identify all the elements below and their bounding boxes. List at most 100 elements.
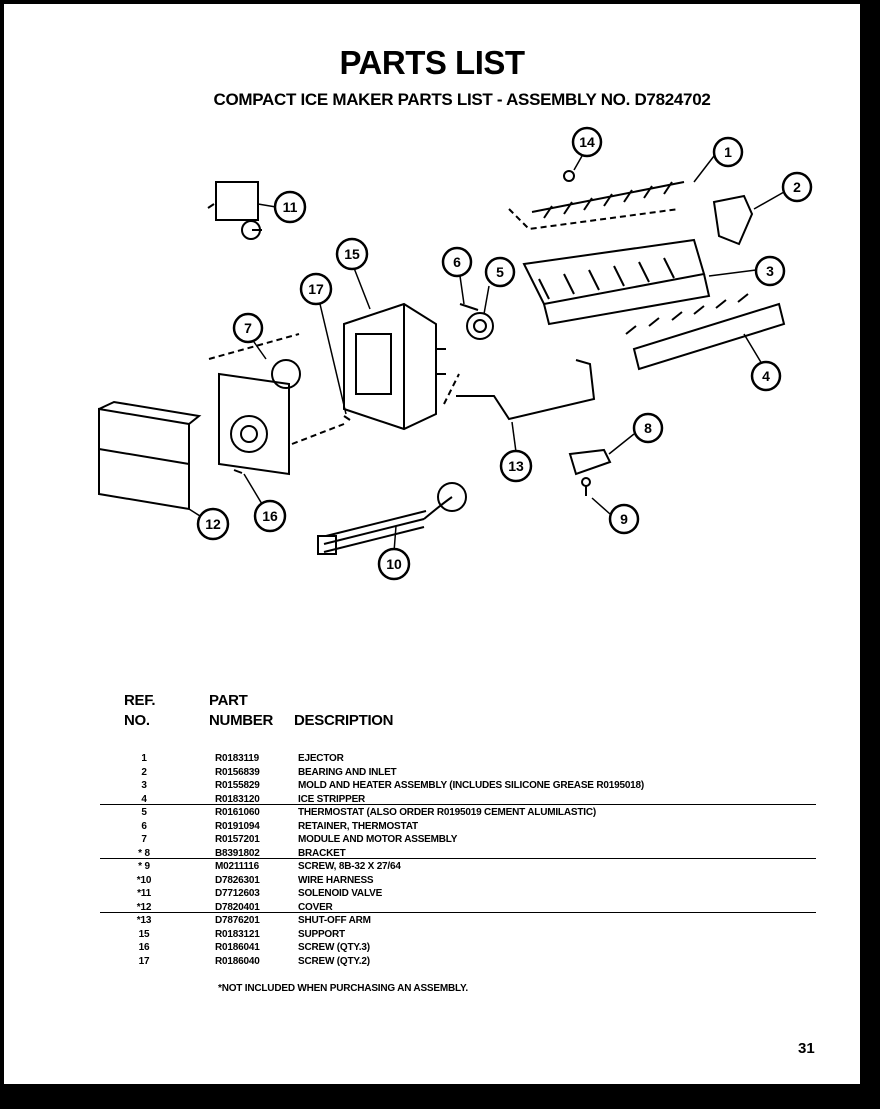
part-number: M0211116 — [215, 861, 260, 872]
ref-no: 16 — [138, 942, 150, 953]
ref-no: *12 — [136, 901, 152, 913]
callout-16: 16 — [243, 473, 287, 533]
thermostat-part — [459, 303, 494, 340]
ref-no: 3 — [141, 780, 147, 791]
callout-6-label: 6 — [453, 254, 461, 270]
callout-4-label: 4 — [762, 368, 770, 384]
part-number: B8391802 — [215, 847, 260, 859]
callout-2: 2 — [753, 171, 813, 210]
callout-2-label: 2 — [793, 179, 801, 195]
ref-no: * 8 — [138, 847, 150, 859]
callout-8-label: 8 — [644, 420, 652, 436]
cover-part — [98, 400, 202, 511]
part-description: SHUT-OFF ARM — [298, 915, 371, 926]
callout-15: 15 — [335, 237, 371, 310]
ref-no: *11 — [137, 888, 151, 899]
mold-part — [522, 238, 711, 326]
screw-part — [563, 170, 575, 182]
part-number: R0161060 — [215, 807, 260, 818]
callouts: 1 2 3 4 5 — [188, 126, 813, 581]
callout-10: 10 — [377, 525, 411, 581]
callout-15-label: 15 — [344, 246, 360, 262]
callout-5: 5 — [483, 256, 516, 315]
part-description: EJECTOR — [298, 753, 344, 764]
part-number: R0157201 — [215, 834, 260, 845]
part-description: BEARING AND INLET — [298, 766, 397, 778]
part-number: R0186040 — [215, 955, 260, 967]
exploded-diagram: 1 2 3 4 5 — [98, 126, 813, 581]
part-number: D7712603 — [215, 888, 260, 899]
footnote: *NOT INCLUDED WHEN PURCHASING AN ASSEMBL… — [218, 983, 468, 994]
part-number: R0155829 — [215, 780, 260, 791]
callout-1-label: 1 — [724, 144, 732, 160]
row-divider — [100, 858, 816, 859]
callout-13: 13 — [499, 421, 533, 483]
row-divider — [100, 804, 816, 805]
ref-no: *10 — [136, 874, 152, 886]
callout-3-label: 3 — [766, 263, 774, 279]
ejector-part — [508, 181, 685, 231]
part-description: MODULE AND MOTOR ASSEMBLY — [298, 834, 458, 845]
ref-no: 4 — [141, 793, 147, 805]
ref-no: 1 — [141, 753, 147, 764]
callout-16-label: 16 — [262, 508, 278, 524]
callout-6: 6 — [441, 246, 473, 305]
part-description: SCREW (QTY.2) — [298, 955, 370, 967]
part-number: D7876201 — [215, 915, 260, 926]
callout-4: 4 — [743, 333, 782, 392]
header-ref-line2: NO. — [124, 712, 150, 729]
row-divider — [100, 912, 816, 913]
callout-7-label: 7 — [244, 320, 252, 336]
bearing-inlet-part — [712, 194, 754, 246]
page-number: 31 — [798, 1040, 815, 1057]
ref-no: 5 — [141, 807, 147, 818]
ice-stripper-part — [625, 293, 786, 371]
part-description: MOLD AND HEATER ASSEMBLY (INCLUDES SILIC… — [298, 780, 645, 791]
callout-11: 11 — [257, 190, 307, 224]
ref-no: * 9 — [138, 861, 150, 872]
header-description: DESCRIPTION — [294, 712, 394, 729]
part-description: SCREW (QTY.3) — [298, 942, 370, 953]
callout-12: 12 — [188, 507, 230, 541]
ref-no: 15 — [138, 928, 150, 940]
part-number: R0183119 — [215, 753, 260, 764]
part-number: R0183121 — [215, 928, 260, 940]
part-description: THERMOSTAT (ALSO ORDER R0195019 CEMENT A… — [298, 807, 596, 818]
ref-no: 6 — [141, 820, 147, 832]
solenoid-valve-part — [207, 181, 262, 240]
part-description: WIRE HARNESS — [298, 874, 374, 886]
callout-13-label: 13 — [508, 458, 524, 474]
module-motor-part — [208, 333, 345, 476]
callout-10-label: 10 — [386, 556, 402, 572]
callout-7: 7 — [232, 312, 267, 360]
callout-8: 8 — [608, 412, 664, 455]
part-number: R0156839 — [215, 766, 260, 778]
part-number: R0186041 — [215, 942, 260, 953]
page-subtitle: COMPACT ICE MAKER PARTS LIST - ASSEMBLY … — [213, 90, 711, 109]
part-description: ICE STRIPPER — [298, 793, 366, 805]
part-description: BRACKET — [298, 847, 346, 859]
part-description: SUPPORT — [298, 928, 345, 940]
ref-no: *13 — [136, 915, 152, 926]
wire-harness-part — [317, 482, 467, 555]
support-part — [343, 302, 446, 431]
callout-1: 1 — [693, 136, 744, 183]
parts-list-page: PARTS LIST COMPACT ICE MAKER PARTS LIST … — [4, 4, 860, 1084]
part-number: D7826301 — [215, 874, 260, 886]
callout-17: 17 — [299, 272, 347, 415]
part-number: R0191094 — [215, 820, 260, 832]
bracket-part — [568, 448, 612, 496]
callout-9-label: 9 — [620, 511, 628, 527]
page-title: PARTS LIST — [339, 44, 525, 81]
part-description: COVER — [298, 901, 333, 913]
callout-17-label: 17 — [308, 281, 324, 297]
header-part-line2: NUMBER — [209, 712, 274, 729]
part-number: D7820401 — [215, 901, 260, 913]
header-part-line1: PART — [209, 692, 248, 709]
part-number: R0183120 — [215, 793, 260, 805]
ref-no: 2 — [141, 766, 147, 778]
part-description: SOLENOID VALVE — [298, 888, 383, 899]
callout-3: 3 — [708, 255, 786, 287]
callout-11-label: 11 — [283, 199, 298, 215]
ref-no: 17 — [138, 955, 150, 967]
